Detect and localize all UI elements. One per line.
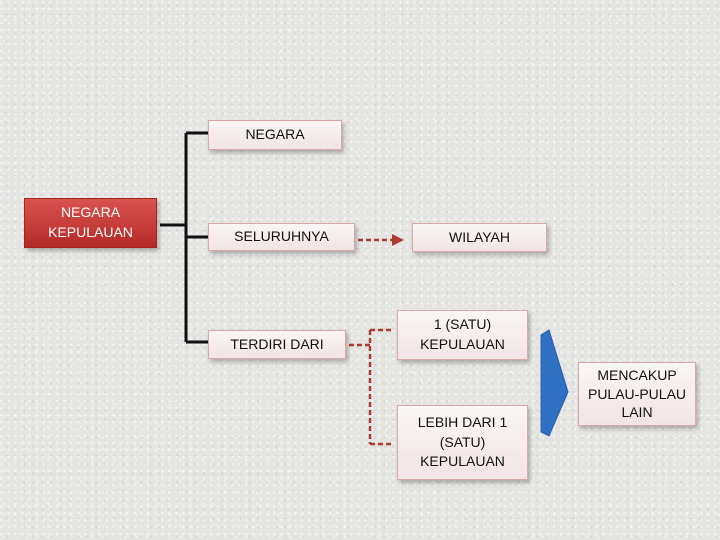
node-negara-kepulauan-label: NEGARA KEPULAUAN	[48, 204, 133, 240]
node-satu-kepulauan-label: 1 (SATU) KEPULAUAN	[420, 316, 505, 352]
blue-chevron-arrow	[540, 329, 569, 437]
node-satu-kepulauan: 1 (SATU) KEPULAUAN	[397, 310, 528, 360]
node-mencakup-label: MENCAKUP PULAU-PULAU LAIN	[587, 366, 687, 421]
node-terdiri-dari: TERDIRI DARI	[208, 330, 346, 359]
dashed-arrow-seluruhnya-wilayah	[358, 234, 404, 246]
main-bracket	[160, 131, 208, 344]
node-wilayah-label: WILAYAH	[449, 228, 510, 245]
node-negara-label: NEGARA	[245, 126, 305, 143]
node-lebih-dari-satu-label: LEBIH DARI 1 (SATU) KEPULAUAN	[417, 414, 508, 470]
node-mencakup: MENCAKUP PULAU-PULAU LAIN	[578, 362, 696, 426]
node-seluruhnya-label: SELURUHNYA	[234, 228, 329, 245]
node-negara: NEGARA	[208, 120, 342, 150]
node-lebih-dari-satu: LEBIH DARI 1 (SATU) KEPULAUAN	[397, 405, 528, 480]
node-wilayah: WILAYAH	[412, 223, 547, 252]
dashed-bracket-terdiri	[349, 328, 392, 446]
node-terdiri-dari-label: TERDIRI DARI	[230, 335, 324, 352]
node-seluruhnya: SELURUHNYA	[208, 223, 355, 251]
node-negara-kepulauan: NEGARA KEPULAUAN	[24, 198, 157, 248]
